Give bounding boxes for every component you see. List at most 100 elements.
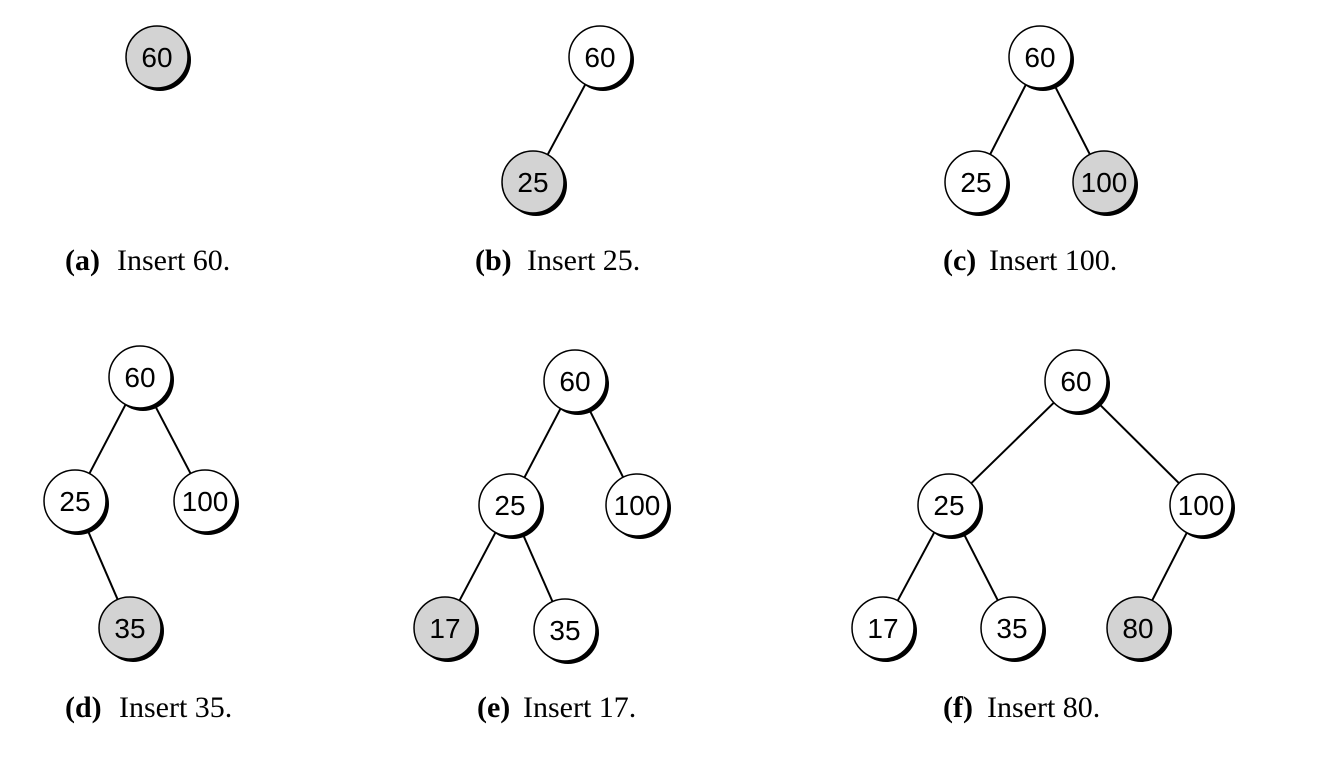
- node-value: 25: [960, 167, 991, 198]
- inserted-node: 17: [413, 596, 479, 662]
- tree-edge: [1151, 532, 1188, 601]
- tree-node: 100: [173, 469, 239, 535]
- node-value: 35: [549, 615, 580, 646]
- tree-node: 35: [533, 598, 599, 664]
- node-value: 17: [429, 613, 460, 644]
- panel-d: 60 25 100 35 (d) Insert 35.: [43, 345, 239, 724]
- node-value: 25: [494, 490, 525, 521]
- node-value: 100: [614, 490, 661, 521]
- node-circle: [478, 473, 542, 537]
- tree-node: 100: [1169, 473, 1235, 539]
- panel-caption: (a) Insert 60.: [65, 244, 230, 277]
- node-circle: [1008, 25, 1072, 89]
- panel-caption: (c) Insert 100.: [943, 244, 1117, 277]
- caption-text: Insert 60.: [117, 244, 230, 277]
- panel-caption: (f) Insert 80.: [943, 691, 1100, 724]
- tree-node: 60: [568, 25, 634, 91]
- node-value: 100: [1081, 167, 1128, 198]
- node-circle: [917, 473, 981, 537]
- node-circle: [568, 25, 632, 89]
- node-value: 60: [1024, 42, 1055, 73]
- caption-text: Insert 100.: [989, 244, 1117, 277]
- panel-e: 60 25 100 17 35 (e) Insert 17.: [413, 349, 671, 724]
- tree-node: 60: [1044, 349, 1110, 415]
- panel-caption: (b) Insert 25.: [475, 244, 640, 277]
- caption-text: Insert 80.: [987, 691, 1100, 724]
- node-circle: [125, 25, 189, 89]
- node-value: 100: [182, 486, 229, 517]
- inserted-node: 100: [1072, 150, 1138, 216]
- tree-edge: [962, 532, 999, 601]
- panel-b: 60 25 (b) Insert 25.: [475, 25, 640, 277]
- node-value: 60: [1060, 366, 1091, 397]
- tree-edge: [86, 529, 119, 600]
- panel-caption: (e) Insert 17.: [477, 691, 636, 724]
- node-circle: [1072, 150, 1136, 214]
- tree-edge: [546, 83, 587, 156]
- node-circle: [980, 596, 1044, 660]
- inserted-node: 60: [125, 25, 191, 91]
- caption-text: Insert 35.: [119, 691, 232, 724]
- tree-node: 60: [108, 345, 174, 411]
- node-circle: [944, 150, 1008, 214]
- panel-a: 60 (a) Insert 60.: [65, 25, 230, 277]
- caption-letter: (d): [65, 691, 102, 724]
- node-circle: [413, 596, 477, 660]
- node-value: 60: [584, 42, 615, 73]
- node-value: 100: [1178, 490, 1225, 521]
- caption-letter: (e): [477, 691, 510, 724]
- tree-edge: [153, 403, 192, 475]
- node-circle: [851, 596, 915, 660]
- node-circle: [43, 469, 107, 533]
- caption-text: Insert 17.: [523, 691, 636, 724]
- tree-node: 25: [478, 473, 544, 539]
- tree-node: 25: [917, 473, 983, 539]
- tree-edge: [523, 407, 562, 479]
- node-circle: [1169, 473, 1233, 537]
- node-circle: [501, 150, 565, 214]
- node-circle: [98, 596, 162, 660]
- caption-letter: (b): [475, 244, 512, 277]
- tree-edge: [896, 531, 936, 602]
- node-value: 35: [114, 613, 145, 644]
- tree-node: 35: [980, 596, 1046, 662]
- tree-node: 60: [1008, 25, 1074, 91]
- node-circle: [1106, 596, 1170, 660]
- caption-text: Insert 25.: [527, 244, 640, 277]
- node-circle: [533, 598, 597, 662]
- tree-edge: [970, 401, 1055, 485]
- caption-letter: (a): [65, 244, 100, 277]
- caption-letter: (c): [943, 244, 976, 277]
- node-value: 17: [867, 613, 898, 644]
- tree-node: 60: [543, 349, 609, 415]
- tree-edge: [1097, 402, 1180, 484]
- node-value: 60: [124, 362, 155, 393]
- tree-edge: [989, 84, 1027, 155]
- node-value: 25: [59, 486, 90, 517]
- caption-letter: (f): [943, 691, 973, 724]
- tree-edge: [458, 531, 497, 602]
- node-value: 60: [559, 366, 590, 397]
- panel-c: 60 25 100 (c) Insert 100.: [943, 25, 1138, 277]
- tree-node: 25: [43, 469, 109, 535]
- tree-edge: [1053, 84, 1091, 155]
- inserted-node: 80: [1106, 596, 1172, 662]
- tree-edge: [587, 408, 625, 478]
- node-circle: [543, 349, 607, 413]
- tree-edge: [88, 403, 127, 475]
- tree-node: 100: [605, 473, 671, 539]
- tree-node: 17: [851, 596, 917, 662]
- panel-caption: (d) Insert 35.: [65, 691, 232, 724]
- node-value: 25: [517, 167, 548, 198]
- tree-node: 25: [944, 150, 1010, 216]
- node-circle: [173, 469, 237, 533]
- inserted-node: 35: [98, 596, 164, 662]
- panel-f: 60 25 100 17 35 80 (f) Insert 80.: [851, 349, 1235, 724]
- node-value: 25: [933, 490, 964, 521]
- node-circle: [108, 345, 172, 409]
- tree-edge: [521, 532, 554, 603]
- inserted-node: 25: [501, 150, 567, 216]
- node-value: 60: [141, 42, 172, 73]
- node-circle: [605, 473, 669, 537]
